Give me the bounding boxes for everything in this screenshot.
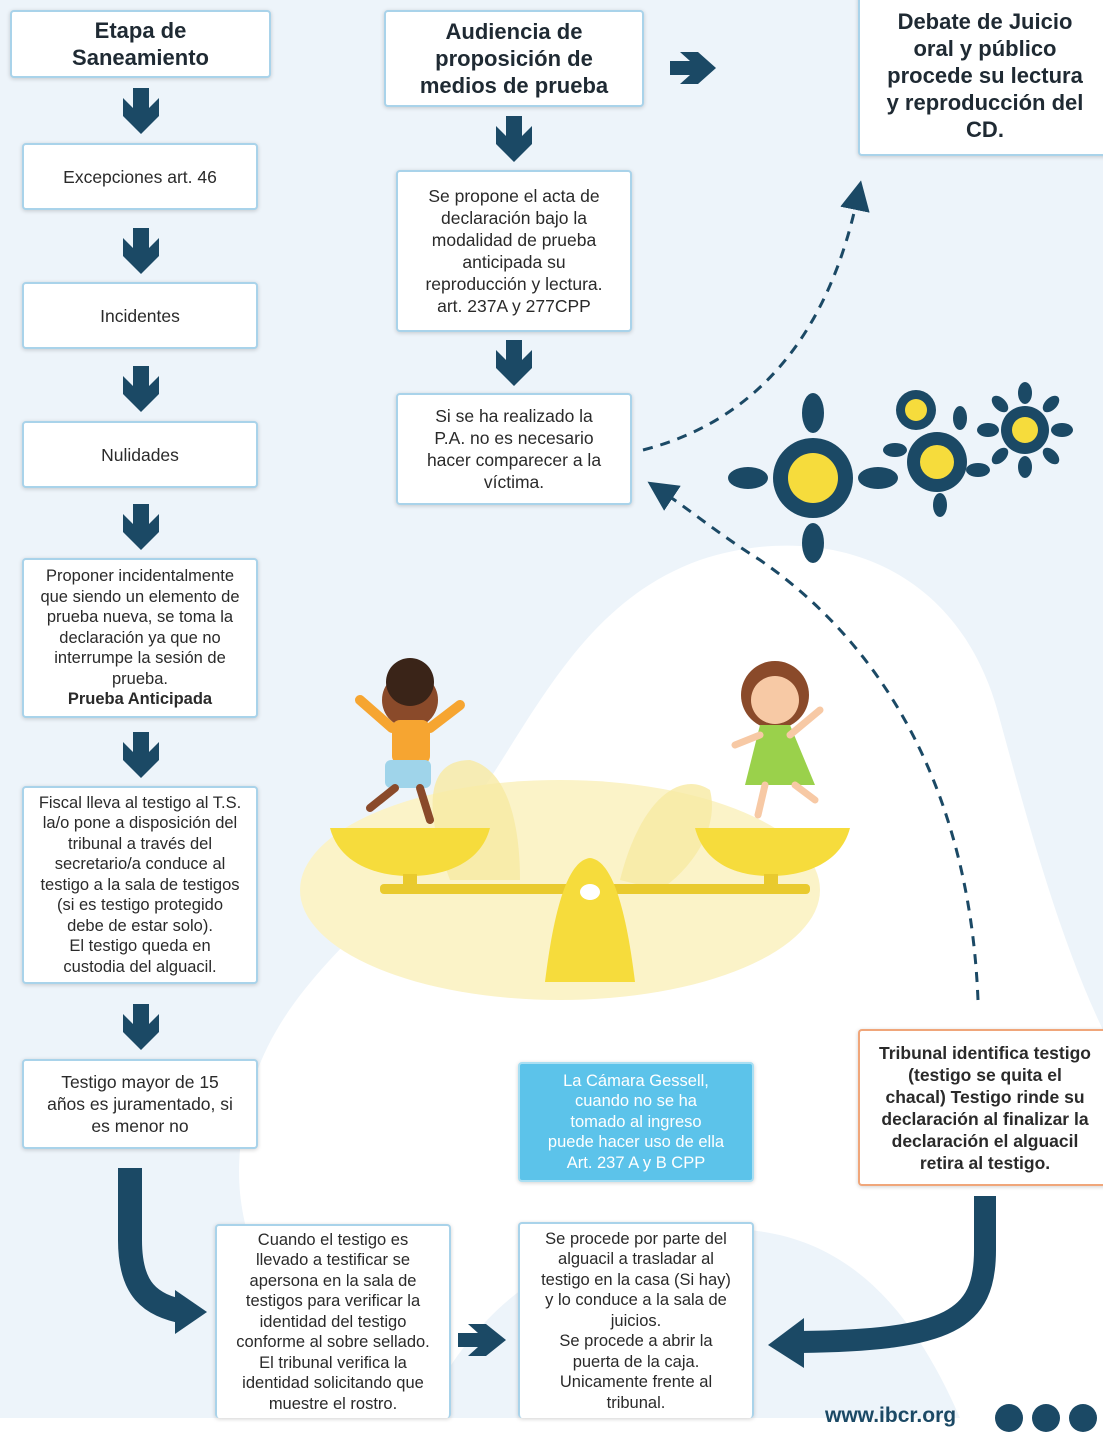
gessell-text: La Cámara Gessell, cuando no se ha tomad… <box>547 1071 725 1172</box>
down-arrow <box>123 504 159 550</box>
girl-illustration <box>731 661 824 819</box>
tribunal-box: Tribunal identifica testigo (testigo se … <box>858 1029 1103 1186</box>
curved-arrow-head <box>175 1290 207 1334</box>
youtube-icon[interactable] <box>1069 1404 1097 1432</box>
linkedin-icon[interactable] <box>1032 1404 1060 1432</box>
down-arrow <box>123 1004 159 1050</box>
down-arrow <box>123 366 159 412</box>
gessell-box: La Cámara Gessell, cuando no se ha tomad… <box>518 1062 754 1182</box>
dashed-arrow <box>642 180 870 452</box>
witness-room-box: Cuando el testigo es llevado a testifica… <box>215 1224 451 1418</box>
debate-text: Debate de Juicio oral y público procede … <box>886 8 1084 142</box>
incidental-proposal-box: Proponer incidentalmente que siendo un e… <box>22 558 258 718</box>
splash-leaf <box>620 784 712 890</box>
flower-decoration <box>728 393 898 563</box>
down-arrow <box>123 88 159 134</box>
facebook-icon[interactable] <box>995 1404 1023 1432</box>
down-arrow <box>496 116 532 162</box>
hearing-text: Audiencia de proposición de medios de pr… <box>419 19 609 98</box>
down-arrow <box>496 340 532 386</box>
tribunal-text: Tribunal identifica testigo (testigo se … <box>879 1042 1091 1173</box>
incidents-box: Incidentes <box>22 282 258 349</box>
prueba-anticipada-label: Prueba Anticipada <box>67 690 213 709</box>
curved-arrow <box>118 1168 188 1324</box>
prosecutor-box: Fiscal lleva al testigo al T.S. la/o pon… <box>22 786 258 984</box>
stage-saneamiento-box: Etapa de Saneamiento <box>10 10 271 78</box>
down-arrow <box>123 732 159 778</box>
incidents-text: Incidentes <box>100 305 180 326</box>
oath-text: Testigo mayor de 15 años es juramentado,… <box>47 1072 233 1136</box>
right-arrow <box>670 52 716 84</box>
dashed-arrow <box>647 481 980 1001</box>
flower-decoration <box>977 382 1073 478</box>
bailiff-box: Se procede por parte del alguacil a tras… <box>518 1222 754 1418</box>
nullities-text: Nulidades <box>101 444 179 465</box>
website-link[interactable]: www.ibcr.org <box>825 1404 957 1427</box>
bailiff-text: Se procede por parte del alguacil a tras… <box>541 1229 731 1412</box>
propose-box: Se propone el acta de declaración bajo l… <box>396 170 632 332</box>
exceptions-box: Excepciones art. 46 <box>22 143 258 210</box>
right-arrow <box>458 1324 506 1356</box>
stage-saneamiento-text: Etapa de Saneamiento <box>72 18 209 70</box>
hearing-box: Audiencia de proposición de medios de pr… <box>384 10 644 107</box>
prosecutor-text: Fiscal lleva al testigo al T.S. la/o pon… <box>38 793 242 976</box>
witness-room-text: Cuando el testigo es llevado a testifica… <box>236 1230 430 1413</box>
debate-box: Debate de Juicio oral y público procede … <box>858 0 1103 156</box>
exceptions-text: Excepciones art. 46 <box>63 166 217 187</box>
propose-text: Se propone el acta de declaración bajo l… <box>425 186 603 316</box>
down-arrow <box>123 228 159 274</box>
balance-scale <box>330 828 850 982</box>
curved-arrow-head <box>768 1318 804 1368</box>
boy-illustration <box>355 658 465 824</box>
if-done-text: Si se ha realizado la P.A. no es necesar… <box>426 406 602 492</box>
nullities-box: Nulidades <box>22 421 258 488</box>
curved-arrow <box>799 1196 996 1353</box>
oath-box: Testigo mayor de 15 años es juramentado,… <box>22 1059 258 1149</box>
if-done-box: Si se ha realizado la P.A. no es necesar… <box>396 393 632 505</box>
incidental-proposal-text: Proponer incidentalmente que siendo un e… <box>40 567 240 688</box>
flower-decoration <box>883 390 990 517</box>
